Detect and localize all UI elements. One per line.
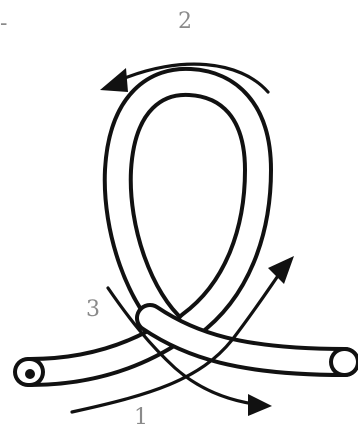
- step-label-2: 2: [178, 9, 192, 34]
- step-label-3: 3: [86, 297, 100, 322]
- edge-mark: -: [0, 11, 7, 36]
- rope: [25, 82, 345, 379]
- rope-end-dot-icon: [25, 369, 35, 379]
- step-label-1: 1: [134, 405, 148, 428]
